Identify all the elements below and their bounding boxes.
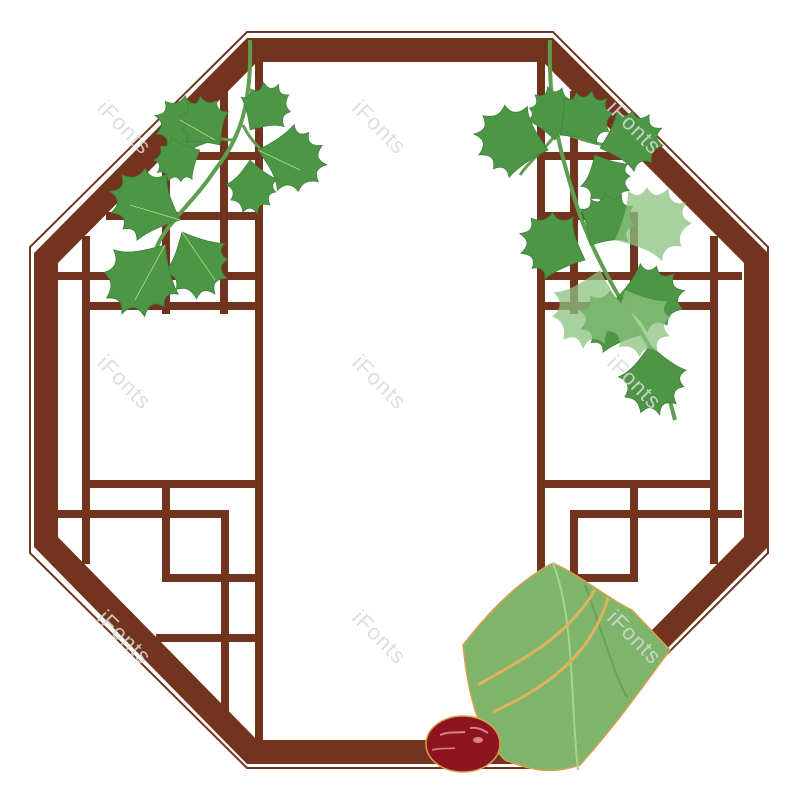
red-jujube-date bbox=[425, 715, 501, 773]
parsley-sprig-right bbox=[467, 39, 707, 422]
parsley-sprig-left bbox=[87, 39, 334, 334]
zongzi-rice-dumpling bbox=[462, 562, 671, 772]
